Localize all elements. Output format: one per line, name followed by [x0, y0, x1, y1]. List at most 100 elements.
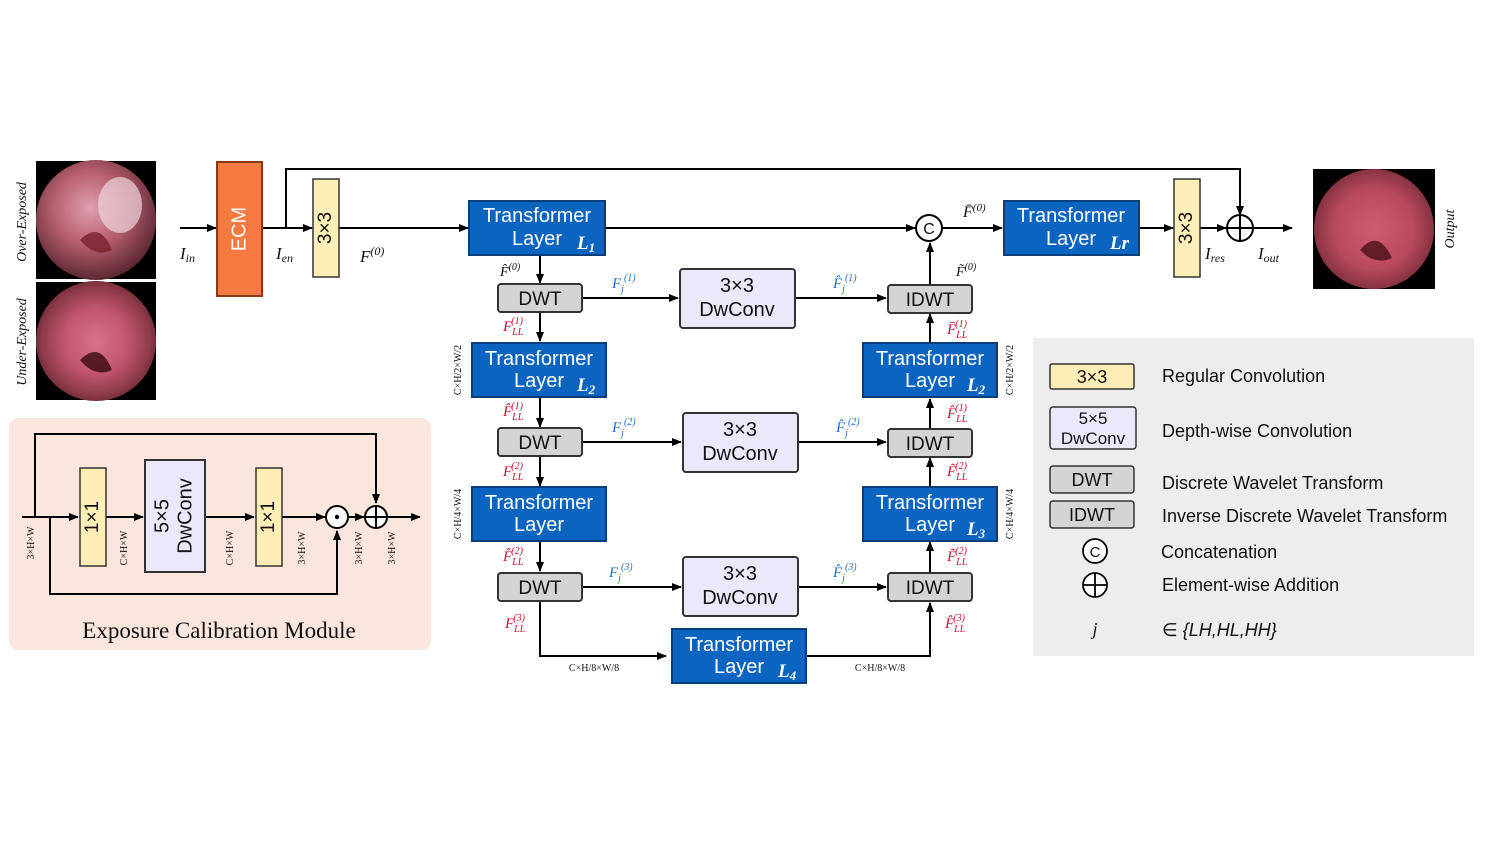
dwconv-3-l2: DwConv [702, 587, 778, 609]
tl3l-line1: Transformer [485, 492, 594, 514]
legend-idwt-label: Inverse Discrete Wavelet Transform [1162, 506, 1447, 526]
conv3-left-label: 3×3 [315, 212, 336, 244]
legend-idwt-text: IDWT [1069, 505, 1115, 525]
sym-fj3: Fj(3) [608, 562, 633, 584]
sym-ires: Ires [1204, 244, 1225, 265]
sym-fll3: FLL(3) [504, 613, 526, 635]
dim-h8-left: C×H/8×W/8 [569, 663, 619, 674]
legend-conv-label: Regular Convolution [1162, 366, 1325, 386]
under-exposed-label: Under-Exposed [15, 297, 30, 386]
tl2l-line1: Transformer [485, 348, 594, 370]
legend-dwconv-l2: DwConv [1061, 429, 1126, 448]
conv3-left [312, 178, 340, 278]
ecm-dwconv5-l2: DwConv [174, 478, 196, 554]
idwt-3 [887, 572, 973, 602]
legend-concat-label: Concatenation [1161, 542, 1277, 562]
tl3r-sub: L3 [966, 519, 986, 541]
dim-h2-left: C×H/2×W/2 [453, 345, 464, 395]
tl2r-line2: Layer [905, 370, 955, 392]
legend-dwt-label: Discrete Wavelet Transform [1162, 473, 1383, 493]
legend-idwt-symbol [1049, 500, 1135, 529]
concat-c: C [923, 221, 935, 238]
dwconv-1 [679, 268, 796, 329]
dwconv-1-l2: DwConv [699, 299, 775, 321]
tl2l-sub: L2 [576, 375, 596, 397]
ecm-label: ECM [228, 207, 250, 251]
ecm-dim-b: C×H×W [225, 530, 236, 565]
dwt-3 [497, 572, 583, 602]
idwt-2 [887, 428, 973, 458]
legend-conv-symbol-text: 3×3 [1077, 367, 1108, 387]
sym-ien: Ien [275, 244, 293, 265]
transformer-layer-3-left [471, 486, 607, 542]
tlr-sub: Lr [1109, 233, 1130, 254]
legend-concat-symbol [1082, 538, 1108, 564]
legend-dwconv-l1: 5×5 [1079, 409, 1108, 428]
legend-conv-symbol [1049, 363, 1135, 390]
tl4-line1: Transformer [685, 634, 794, 656]
tl2l-line2: Layer [514, 370, 564, 392]
ecm-module-panel [9, 418, 431, 650]
sym-ftildell3: F̃LL(2) [946, 546, 968, 568]
legend-add-label: Element-wise Addition [1162, 575, 1339, 595]
tl4-line2: Layer [714, 656, 764, 678]
sym-fhat0: F̂(0) [499, 262, 521, 280]
ecm-dim-a: C×H×W [119, 530, 130, 565]
dwt-2 [497, 427, 583, 457]
sym-fhatll2: F̂LL(2) [502, 546, 524, 568]
sym-fbarll1: F̄LL(1) [946, 319, 968, 341]
ecm-conv1-a [79, 467, 107, 567]
ecm-dwconv5-l1: 5×5 [151, 499, 173, 533]
legend-dwt-symbol [1049, 465, 1135, 494]
sym-fll2: FLL(2) [502, 461, 524, 483]
sym-fbar0: F̄(0) [962, 202, 986, 221]
dim-h4-right: C×H/4×W/4 [1005, 489, 1016, 539]
tl2r-line1: Transformer [876, 348, 985, 370]
sym-iout: Iout [1257, 244, 1280, 265]
dwconv-3 [682, 556, 799, 617]
dwconv-1-l1: 3×3 [720, 275, 754, 297]
transformer-layer-2-left [471, 342, 607, 398]
tlr-line1: Transformer [1017, 205, 1126, 227]
tlr-line2: Layer [1046, 228, 1096, 250]
over-exposed-label: Over-Exposed [15, 181, 30, 262]
dwt-2-label: DWT [518, 433, 562, 454]
dwconv-2-l2: DwConv [702, 443, 778, 465]
dwconv-3-l1: 3×3 [723, 563, 757, 585]
sym-fj2: Fj(2) [611, 417, 636, 439]
sym-iin: Iin [179, 244, 195, 265]
sym-fhatll3-r: F̂LL(3) [944, 613, 966, 635]
dim-h8-right: C×H/8×W/8 [855, 663, 905, 674]
tl3r-line2: Layer [905, 514, 955, 536]
sym-f0: F(0) [359, 244, 384, 266]
output-label: Output [1443, 208, 1458, 248]
tl1-sub: L1 [576, 233, 595, 255]
dwconv-2 [682, 412, 799, 473]
tl3r-line1: Transformer [876, 492, 985, 514]
concat-node [915, 214, 943, 242]
sym-ftilde0: F̃(0) [955, 262, 977, 280]
ecm-conv1-a-label: 1×1 [82, 501, 103, 533]
idwt-1 [887, 284, 973, 314]
legend-concat-c: C [1090, 544, 1101, 561]
sym-fhatll1-r: F̂LL(1) [946, 403, 968, 425]
idwt-2-label: IDWT [906, 434, 955, 455]
input-images [36, 160, 156, 401]
sym-fhatj2: F̂j(2) [835, 417, 860, 439]
conv3-right-label: 3×3 [1176, 212, 1197, 244]
transformer-layer-1 [468, 200, 606, 256]
legend-j-symbol: j [1090, 619, 1097, 639]
ecm-dim-c: 3×H×W [297, 531, 308, 565]
dwt-3-label: DWT [518, 578, 562, 599]
idwt-1-label: IDWT [906, 290, 955, 311]
tl4-sub: L4 [777, 661, 797, 683]
sym-fll1: FLL(1) [502, 316, 524, 338]
sym-fhatj3: F̂j(3) [832, 562, 857, 584]
tl3l-line2: Layer [514, 514, 564, 536]
transformer-layer-r [1003, 200, 1140, 256]
ecm-dim-e: 3×H×W [387, 531, 398, 565]
ecm-conv1-b-label: 1×1 [258, 501, 279, 533]
conv3-right [1173, 178, 1201, 278]
